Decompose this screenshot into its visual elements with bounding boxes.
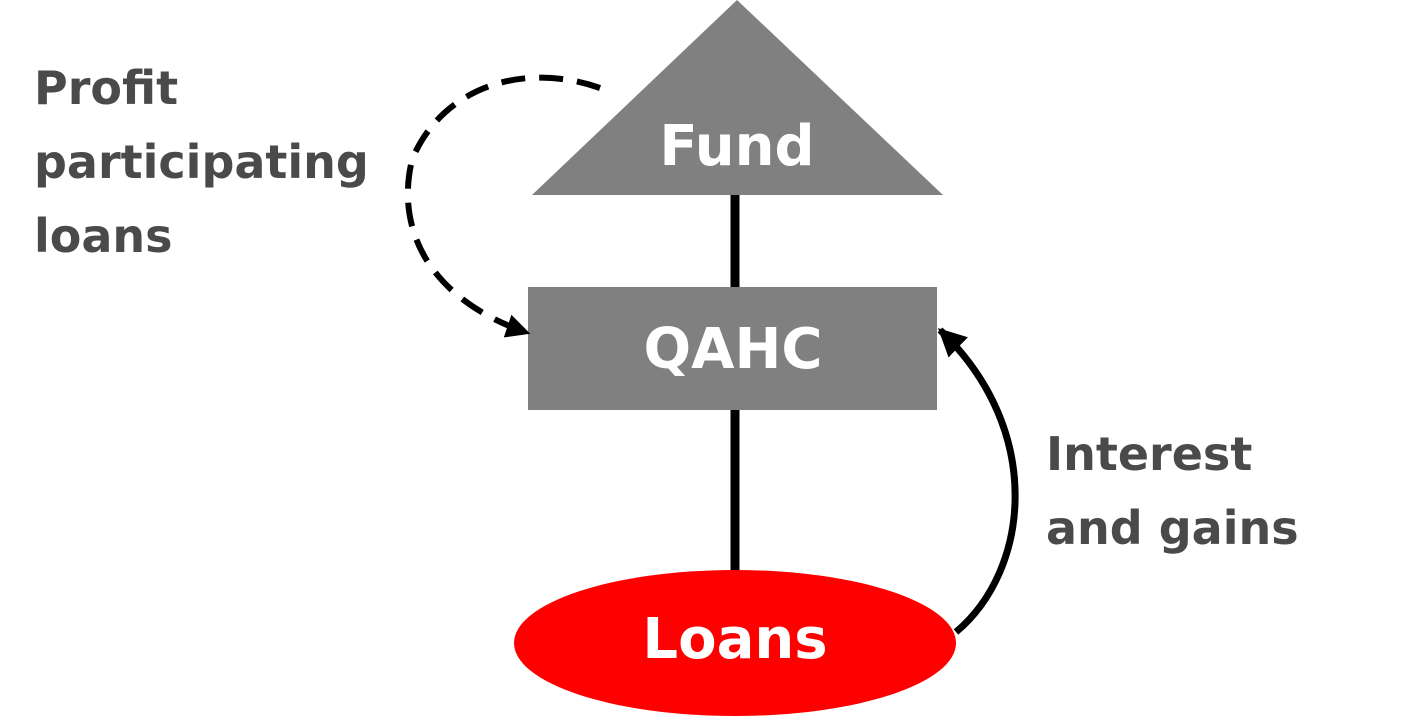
profit-label-line: Profit <box>34 61 179 115</box>
qahc-box <box>528 287 937 410</box>
fund-triangle <box>532 0 943 195</box>
profit-participating-loans-label: Profit participating loans <box>34 51 369 273</box>
qahc-label: QAHC <box>644 317 823 382</box>
interest-gains-arrow <box>937 327 1019 635</box>
interest-label-line: Interest <box>1046 427 1253 481</box>
loans-ellipse <box>514 570 956 716</box>
fund-node: Fund <box>532 0 943 195</box>
interest-label-line: and gains <box>1046 501 1299 555</box>
profit-label-line: participating <box>34 135 369 189</box>
qahc-node: QAHC <box>528 287 937 410</box>
loans-label: Loans <box>642 607 827 672</box>
profit-label-line: loans <box>34 209 173 263</box>
interest-and-gains-label: Interest and gains <box>1046 417 1299 565</box>
fund-label: Fund <box>659 114 814 179</box>
loans-node: Loans <box>514 570 956 716</box>
